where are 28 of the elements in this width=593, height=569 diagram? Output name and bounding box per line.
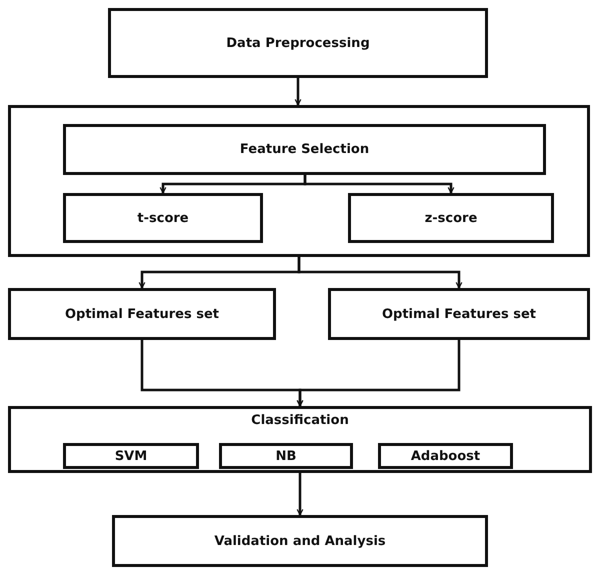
box-label: SVM bbox=[114, 448, 148, 464]
box-label: Validation and Analysis bbox=[214, 534, 386, 548]
process-box bbox=[63, 443, 199, 469]
arrow bbox=[294, 78, 302, 106]
box-label: z-score bbox=[424, 210, 478, 226]
box-heading: Classification bbox=[250, 413, 350, 428]
group-box bbox=[8, 105, 590, 257]
process-box bbox=[63, 193, 263, 243]
process-box bbox=[219, 443, 353, 469]
arrow bbox=[296, 340, 460, 407]
arrow bbox=[296, 473, 304, 516]
process-box bbox=[348, 193, 554, 243]
arrow bbox=[304, 175, 454, 194]
process-box bbox=[378, 443, 513, 469]
box-label: Adaboost bbox=[410, 448, 480, 464]
process-box bbox=[108, 8, 488, 78]
process-box bbox=[63, 124, 546, 175]
box-label: t-score bbox=[137, 210, 189, 226]
arrow bbox=[298, 257, 462, 289]
process-box bbox=[112, 515, 488, 567]
process-box bbox=[328, 288, 590, 340]
box-label: Data Preprocessing bbox=[226, 36, 370, 50]
box-label: Optimal Features set bbox=[382, 306, 536, 322]
box-label: Optimal Features set bbox=[64, 306, 219, 322]
box-label: Feature Selection bbox=[240, 142, 370, 157]
process-box bbox=[8, 288, 276, 340]
box-label: NB bbox=[276, 448, 296, 464]
container-box bbox=[8, 406, 592, 473]
